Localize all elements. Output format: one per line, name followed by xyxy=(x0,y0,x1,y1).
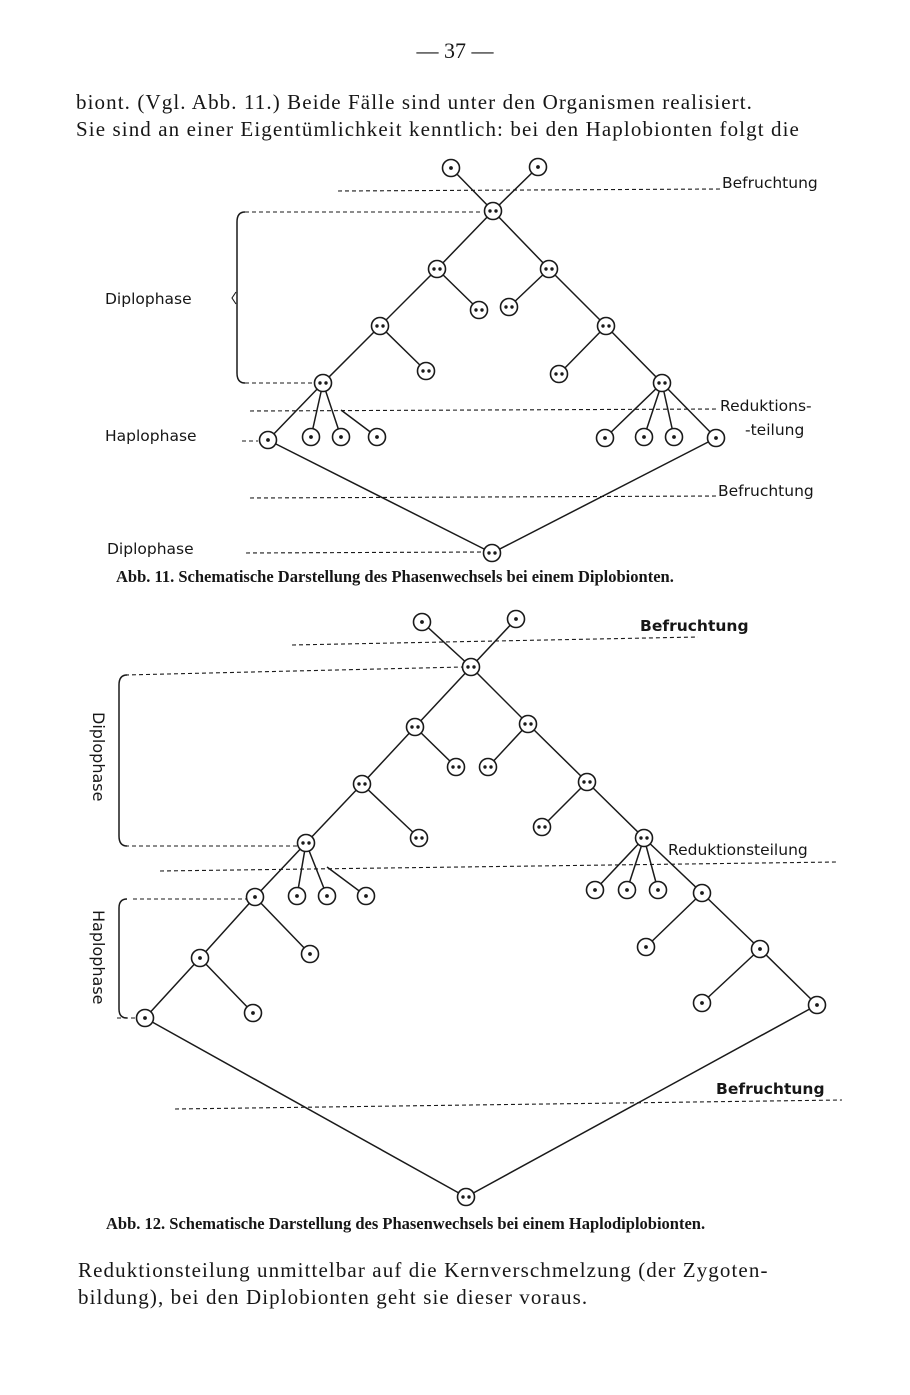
diplophase-start-line xyxy=(124,666,464,676)
fig12-reduktionsteilung-label: Reduktionsteilung xyxy=(668,841,808,859)
body-text-line-3: Reduktionsteilung unmittelbar auf die Ke… xyxy=(78,1258,769,1282)
fig11-caption: Abb. 11. Schematische Darstellung des Ph… xyxy=(116,567,674,586)
fertilization-line-2 xyxy=(249,495,719,499)
fertilization-line-2 xyxy=(174,1099,843,1110)
fertilization-line xyxy=(337,188,721,192)
fig11-befruchtung-bottom: Befruchtung xyxy=(718,482,814,500)
fig11-diplophase-label: Diplophase xyxy=(105,290,192,308)
fig12-diplophase-label: Diplophase xyxy=(89,712,108,802)
fig11-haplophase-label: Haplophase xyxy=(105,427,197,445)
fig11-reduktions-label-1: Reduktions- xyxy=(720,397,812,415)
body-text-line-4: bildung), bei den Diplobionten geht sie … xyxy=(78,1285,589,1309)
fig12-caption: Abb. 12. Schematische Darstellung des Ph… xyxy=(106,1214,706,1233)
figure-11-diploid-nodes xyxy=(313,201,672,563)
fig12-befruchtung-bottom: Befruchtung xyxy=(716,1080,825,1098)
reduction-line xyxy=(159,861,837,872)
body-text-line-2: Sie sind an einer Eigentümlichkeit kennt… xyxy=(76,117,800,141)
figure-12-diploid-nodes xyxy=(296,657,654,1207)
diplophase-bracket xyxy=(118,674,128,847)
reduction-line xyxy=(249,408,719,412)
fig12-befruchtung-top: Befruchtung xyxy=(640,617,749,635)
body-text-line-1: biont. (Vgl. Abb. 11.) Beide Fälle sind … xyxy=(76,90,754,114)
page-number: — 37 — xyxy=(416,38,494,63)
fig11-befruchtung-top: Befruchtung xyxy=(722,174,818,192)
figure-12-haploid-nodes xyxy=(135,609,827,1028)
fig11-reduktions-label-2: -teilung xyxy=(745,421,805,439)
bracket-brace xyxy=(231,291,237,305)
fig11-diplophase-bottom-label: Diplophase xyxy=(107,540,194,558)
figure-12-diagram xyxy=(117,618,843,1198)
fig12-haplophase-label: Haplophase xyxy=(89,910,108,1005)
diplophase-bracket xyxy=(236,211,246,384)
diplophase-bottom-line xyxy=(245,551,483,554)
nuclei-dots xyxy=(143,165,819,1199)
figure-11-diagram xyxy=(231,166,721,554)
haplophase-bracket xyxy=(118,898,128,1019)
